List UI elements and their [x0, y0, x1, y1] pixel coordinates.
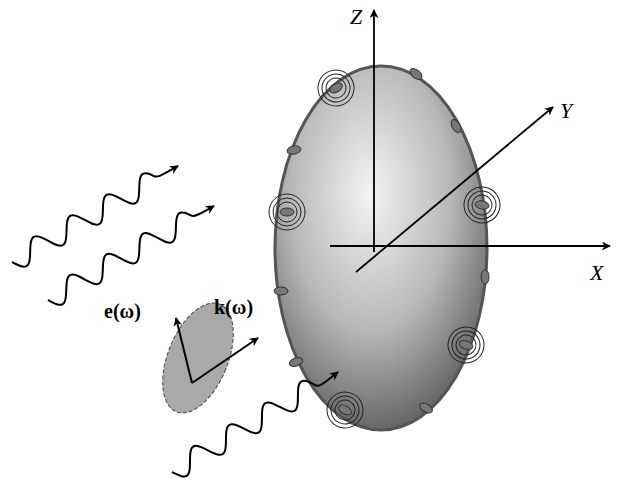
axis-label: X	[590, 260, 603, 286]
axis-label: Z	[350, 4, 362, 30]
vector-label: e(ω)	[104, 300, 141, 323]
nanoparticles	[269, 63, 503, 434]
ellipsoid	[275, 66, 487, 430]
axes	[330, 10, 610, 272]
vector-label: k(ω)	[214, 296, 253, 319]
axis-label: Y	[560, 98, 572, 124]
incident-waves	[12, 166, 338, 477]
polarization	[148, 293, 258, 423]
